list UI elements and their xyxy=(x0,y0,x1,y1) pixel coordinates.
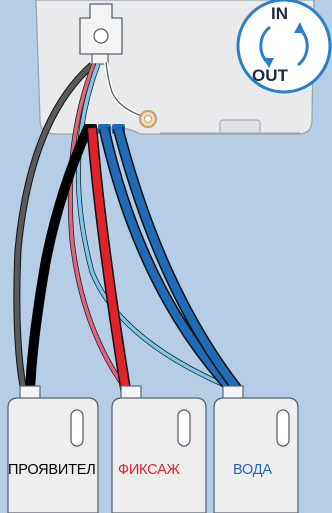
container-fixer xyxy=(111,385,207,513)
tube-blue-2-outline xyxy=(112,126,243,394)
contact-pin-center xyxy=(144,115,152,123)
tube-red xyxy=(88,127,130,393)
container-label-fixer: ФИКСАЖ xyxy=(118,462,180,478)
container-label-developer: ПРОЯВИТЕЛ xyxy=(8,462,96,478)
container-water xyxy=(213,385,299,513)
tube-light-blue xyxy=(76,63,237,392)
sensor-connector xyxy=(91,53,109,65)
container-developer xyxy=(7,385,99,513)
in-out-cycle-icon xyxy=(236,0,332,94)
tube-black xyxy=(25,125,93,393)
sensor-button-icon xyxy=(93,28,109,44)
sensor-wire-outline xyxy=(105,61,149,119)
tube-blue-1 xyxy=(100,127,235,393)
tube-blue-2 xyxy=(114,126,242,393)
in-label: IN xyxy=(271,4,288,23)
tube-pink xyxy=(68,63,130,394)
container-label-water: ВОДА xyxy=(233,462,272,478)
device-slot xyxy=(219,119,261,135)
out-label: OUT xyxy=(252,66,288,85)
tube-gray xyxy=(14,63,94,393)
